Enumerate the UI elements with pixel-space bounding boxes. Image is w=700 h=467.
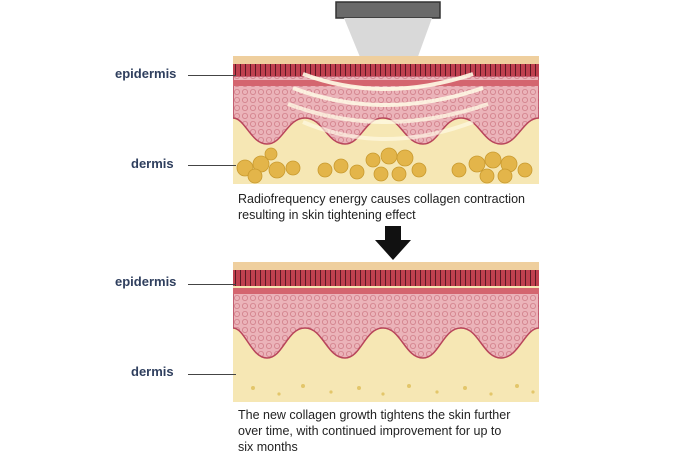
skin-cross-section-bottom bbox=[233, 262, 539, 402]
down-arrow-icon bbox=[375, 226, 411, 260]
label-dermis-bottom: dermis bbox=[131, 364, 174, 379]
leader-epidermis-top bbox=[188, 75, 236, 76]
label-epidermis-top: epidermis bbox=[115, 66, 177, 81]
label-dermis-top: dermis bbox=[131, 156, 174, 171]
leader-dermis-top bbox=[188, 165, 236, 166]
skin-cross-section-top bbox=[233, 56, 539, 184]
rf-applicator-icon bbox=[335, 1, 441, 62]
leader-epidermis-bottom bbox=[188, 284, 236, 285]
caption-top: Radiofrequency energy causes collagen co… bbox=[238, 192, 525, 222]
caption-bottom: The new collagen growth tightens the ski… bbox=[238, 408, 511, 454]
label-epidermis-bottom: epidermis bbox=[115, 274, 177, 289]
leader-dermis-bottom bbox=[188, 374, 236, 375]
